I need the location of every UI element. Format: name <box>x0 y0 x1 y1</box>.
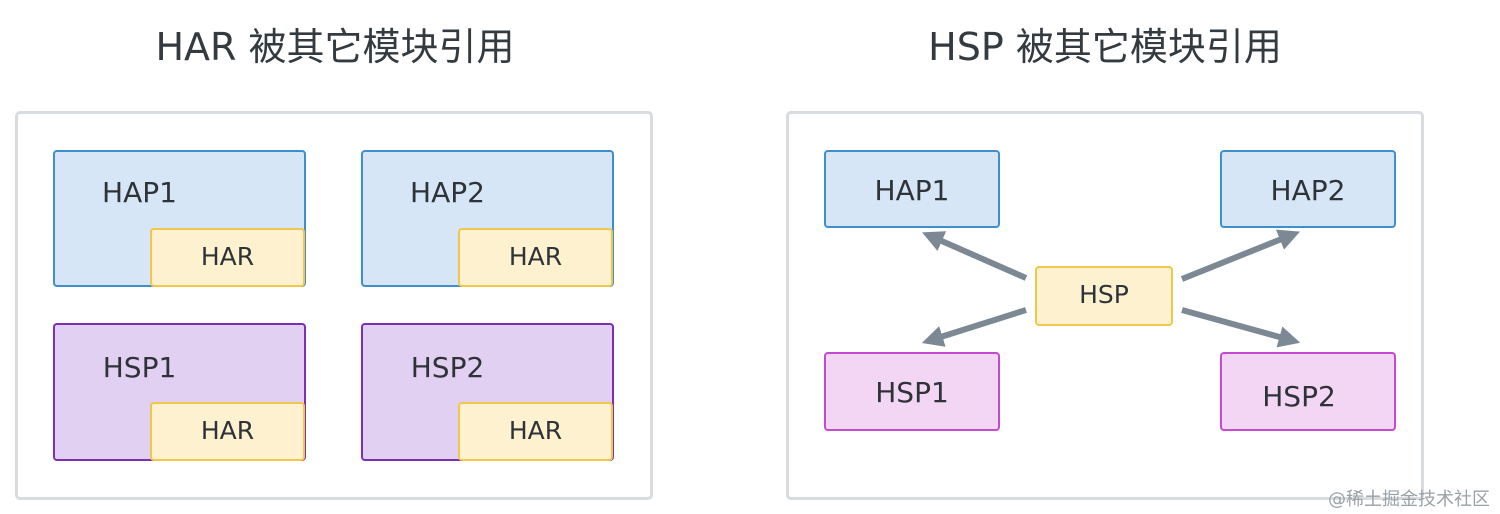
watermark: @稀土掘金技术社区 <box>1328 489 1490 510</box>
right-title: HSP 被其它模块引用 <box>928 25 1282 69</box>
har-panel-module-hap2: HAP2 HAR <box>361 150 614 287</box>
har-chip-hsp2: HAR <box>458 402 613 461</box>
module-label: HSP1 <box>875 376 949 409</box>
module-label: HSP2 <box>410 351 485 384</box>
arrow-to-hsp2 <box>1181 307 1301 348</box>
har-chip-hap2: HAR <box>458 228 613 287</box>
har-panel-module-hsp1: HSP1 HAR <box>53 323 306 461</box>
arrow-to-hsp1 <box>921 307 1027 347</box>
har-chip-label: HAR <box>200 416 255 445</box>
arrow-to-hap2 <box>1180 229 1301 282</box>
har-panel-module-hsp2: HSP2 HAR <box>361 323 614 461</box>
har-chip-hap1: HAR <box>150 228 305 287</box>
left-title: HAR 被其它模块引用 <box>155 25 515 69</box>
har-chip-label: HAR <box>200 242 255 271</box>
module-label: HAP1 <box>874 174 950 207</box>
hsp-panel-module-hsp1: HSP1 <box>824 352 1000 431</box>
har-panel-module-hap1: HAP1 HAR <box>53 150 306 287</box>
har-chip-label: HAR <box>508 416 563 445</box>
har-chip-hsp1: HAR <box>150 402 305 461</box>
module-label: HSP1 <box>102 351 177 384</box>
arrow-to-hap1 <box>922 231 1028 281</box>
module-label: HAP2 <box>1270 174 1346 207</box>
har-chip-label: HAR <box>508 242 563 271</box>
module-label: HSP <box>1079 280 1129 309</box>
hsp-panel-module-hap1: HAP1 <box>824 150 1000 228</box>
hsp-panel-module-hsp2: HSP2 <box>1220 352 1396 431</box>
module-label: HAP1 <box>102 176 177 209</box>
hsp-center-module: HSP <box>1035 266 1173 326</box>
hsp-panel-module-hap2: HAP2 <box>1220 150 1396 228</box>
module-label: HSP2 <box>1262 380 1336 413</box>
module-label: HAP2 <box>410 176 485 209</box>
